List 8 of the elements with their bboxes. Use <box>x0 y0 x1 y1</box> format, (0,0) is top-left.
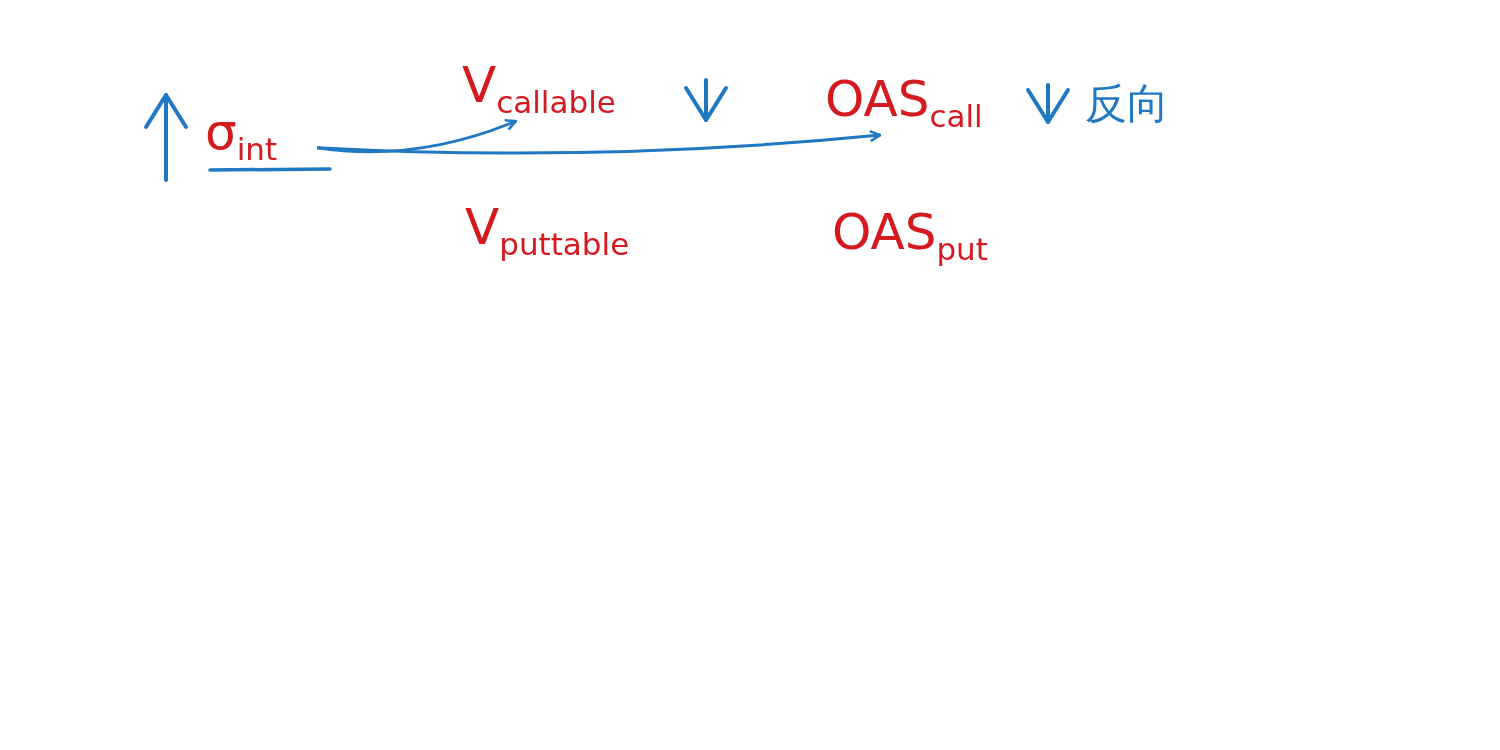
note-text: 反向 <box>1085 78 1169 130</box>
arrow <box>316 118 518 154</box>
formula-text: V$_{puttable}$ <box>465 200 630 262</box>
formula-text: V$_{callable}$ <box>462 58 616 120</box>
arrow <box>317 129 882 155</box>
formula-text: σ$_{int}$ <box>205 105 278 167</box>
formula-text: OAS$_{call}$ <box>825 72 983 134</box>
formula-text: OAS$_{put}$ <box>832 205 988 267</box>
